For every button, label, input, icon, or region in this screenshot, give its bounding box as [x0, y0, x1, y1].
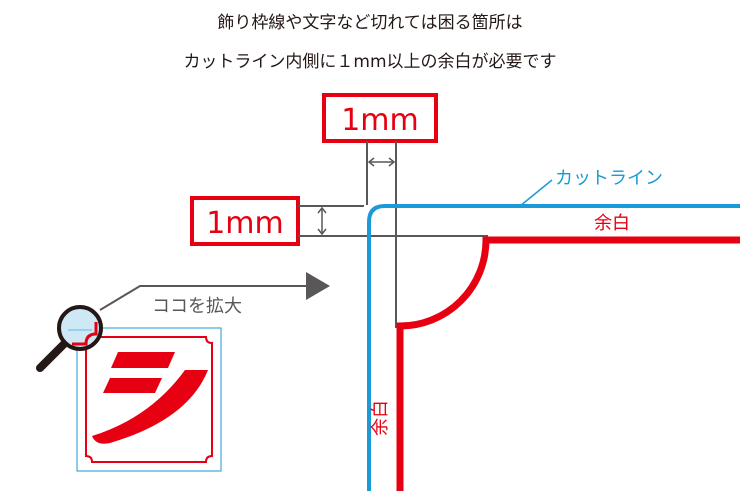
- katakana-shi-sticker: [92, 352, 208, 444]
- margin-line: [396, 236, 740, 491]
- cut-line-callout-leader: [519, 179, 553, 207]
- side-measure-box: [190, 196, 300, 246]
- side-arrow-head-bottom: [317, 228, 327, 236]
- top-arrow-head-right: [388, 157, 396, 167]
- top-measure-box: [322, 93, 438, 143]
- sticker-cut-outline: [76, 327, 222, 472]
- top-measure-label: 1mm: [341, 103, 419, 138]
- cut-line: [367, 204, 740, 491]
- margin-label-side: 余白: [370, 400, 391, 436]
- top-arrow-head-left: [367, 157, 375, 167]
- zoom-arrow-head: [306, 272, 330, 300]
- margin-label-top: 余白: [594, 213, 630, 234]
- cut-line-label: カットライン: [555, 168, 663, 189]
- side-measure-label: 1mm: [206, 206, 284, 241]
- heading-line-2: カットライン内側に１mm以上の余白が必要です: [183, 52, 556, 72]
- zoom-label: ココを拡大: [152, 296, 242, 317]
- side-arrow-head-top: [317, 206, 327, 214]
- zoom-callout-line: [99, 285, 315, 311]
- heading-line-1: 飾り枠線や文字など切れては困る箇所は: [217, 13, 522, 33]
- magnifier-icon: [36, 305, 103, 372]
